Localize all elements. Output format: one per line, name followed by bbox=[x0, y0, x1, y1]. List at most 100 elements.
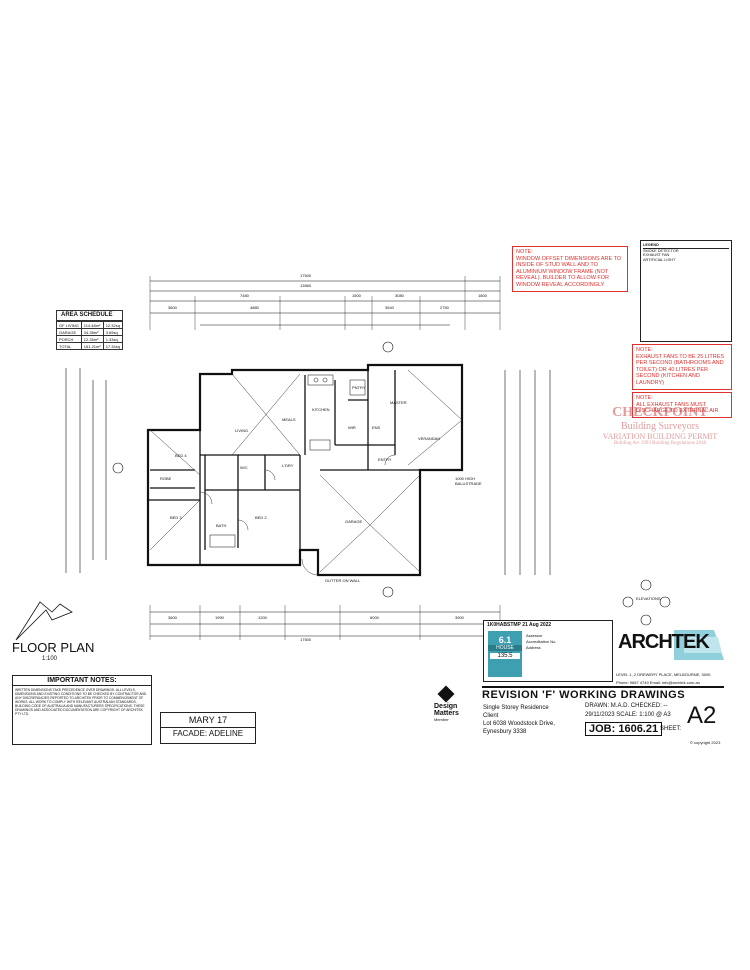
dim-row4c: 3540 bbox=[385, 305, 394, 310]
floor-plan-scale: 1:100 bbox=[42, 656, 58, 662]
energy-rating: 1K0HABSTMP 21 Aug 2022 6.1 HOUSE 135.5 A… bbox=[483, 620, 613, 682]
certification-stamp: CHECKPOINT Building Surveyors VARIATION … bbox=[580, 405, 740, 446]
area-schedule-title: AREA SCHEDULE bbox=[56, 310, 123, 321]
label-elevations: ELEVATIONS bbox=[636, 596, 661, 601]
cell: GARAGE bbox=[56, 328, 82, 336]
important-notes-body: WRITTEN DIMENSIONS TAKE PRECEDENCE OVER … bbox=[15, 688, 147, 716]
energy-value: 135.5 bbox=[490, 653, 520, 659]
cell: 3.69sq bbox=[102, 328, 123, 336]
dim-row4d: 2750 bbox=[440, 305, 449, 310]
date-scale: 29/11/2023 SCALE: 1:100 @ A3 bbox=[585, 712, 671, 718]
energy-address: Address bbox=[526, 645, 541, 650]
room-bed4: BED 4 bbox=[175, 453, 187, 458]
cell: 12.35m² bbox=[80, 335, 104, 343]
room-robe: ROBE bbox=[160, 476, 172, 481]
cell: TOTAL bbox=[56, 342, 82, 350]
sheet-number: A2 bbox=[687, 702, 717, 729]
note-title: NOTE: bbox=[636, 347, 653, 353]
design-matters-icon bbox=[437, 685, 455, 703]
energy-star-badge: 6.1 HOUSE 135.5 bbox=[488, 631, 522, 677]
room-laundry: L'DRY bbox=[282, 463, 294, 468]
important-notes-title: IMPORTANT NOTES: bbox=[13, 676, 151, 686]
design-matters-logo: Design Matters Member bbox=[434, 685, 479, 722]
dim-row4a: 3600 bbox=[168, 305, 177, 310]
discharge-note: NOTE: ALL EXHAUST FANS MUST DISCHARGE TO… bbox=[632, 392, 732, 418]
important-notes: IMPORTANT NOTES: WRITTEN DIMENSIONS TAKE… bbox=[12, 675, 152, 745]
firm-address: LEVEL 1, 2 DREWERY PLACE, MELBOURNE, 300… bbox=[616, 672, 712, 677]
dim-overall-bottom: 17500 bbox=[300, 637, 312, 642]
project-box: MARY 17 FACADE: ADELINE bbox=[160, 712, 256, 744]
label-gutter: GUTTER ON WALL bbox=[325, 578, 361, 583]
room-pantry: PNTRY bbox=[352, 385, 366, 390]
room-bath: BATH bbox=[216, 523, 227, 528]
stamp-line: VARIATION BUILDING PERMIT bbox=[602, 432, 718, 441]
stamp-line: Building Surveyors bbox=[620, 421, 700, 432]
title-block: REVISION 'F' WORKING DRAWINGS bbox=[482, 686, 724, 701]
address-line-1: Lot 6038 Woodstock Drive, bbox=[483, 721, 555, 727]
room-kitchen: KITCHEN bbox=[312, 407, 330, 412]
cell: 17.34sq bbox=[102, 342, 123, 350]
note-body: EXHAUST FANS TO BE 25 LITRES PER SECOND … bbox=[636, 353, 725, 386]
revision-title: REVISION 'F' WORKING DRAWINGS bbox=[482, 689, 686, 701]
dim-row3b: 1500 bbox=[352, 293, 361, 298]
legend-item: SMOKE DETECTOR bbox=[643, 248, 679, 253]
energy-assessor: Assessor bbox=[526, 633, 543, 638]
dim-row3c: 3080 bbox=[395, 293, 404, 298]
note-title: NOTE: bbox=[636, 395, 653, 401]
cell: 114.48m² bbox=[80, 321, 104, 329]
exhaust-note: NOTE: EXHAUST FANS TO BE 25 LITRES PER S… bbox=[632, 344, 732, 390]
archtek-logo: ARCHTEK bbox=[614, 625, 724, 665]
cell: 161.21m² bbox=[80, 342, 104, 350]
project-name: MARY 17 bbox=[188, 715, 228, 725]
room-bed2: BED 2 bbox=[255, 515, 267, 520]
design-matters-text: Design bbox=[434, 703, 458, 710]
archtek-logo-mark bbox=[674, 630, 724, 660]
legend-title: LEGEND bbox=[643, 243, 729, 249]
dim-bottom-d: 6000 bbox=[370, 615, 379, 620]
stamp-line: Building Act 1993 Building Regulations 2… bbox=[613, 441, 707, 446]
room-wir: WIR bbox=[348, 425, 356, 430]
dim-row3d: 1800 bbox=[478, 293, 487, 298]
job-number: JOB: 1606.21 bbox=[585, 722, 663, 736]
legend: LEGEND SMOKE DETECTOR EXHAUST FAN ARTIFI… bbox=[640, 240, 732, 342]
project-facade: FACADE: ADELINE bbox=[161, 727, 255, 738]
room-master: MASTER bbox=[390, 400, 407, 405]
copyright: © copyright 2023 bbox=[690, 740, 721, 745]
client: Client bbox=[483, 713, 499, 719]
dim-bottom-a: 3600 bbox=[168, 615, 177, 620]
room-ens: ENS bbox=[372, 425, 381, 430]
cell: GF LIVING bbox=[56, 321, 82, 329]
room-garage: GARAGE bbox=[345, 519, 363, 524]
dim-bottom-e: 3900 bbox=[455, 615, 464, 620]
design-matters-text: Matters bbox=[434, 710, 459, 717]
note-body: WINDOW OFFSET DIMENSIONS ARE TO INSIDE O… bbox=[516, 255, 622, 288]
dim-row3a: 7480 bbox=[240, 293, 249, 298]
energy-header: 1K0HABSTMP 21 Aug 2022 bbox=[487, 622, 552, 628]
cell: PORCH bbox=[56, 335, 82, 343]
energy-stars: 6.1 bbox=[498, 635, 512, 645]
dim-bottom-c: 1200 bbox=[258, 615, 267, 620]
room-wc: W/C bbox=[240, 465, 248, 470]
building-type: Single Storey Residence bbox=[483, 705, 549, 711]
drawn-checked: DRAWN: M.A.D. CHECKED: -- bbox=[585, 703, 668, 709]
design-matters-member: Member bbox=[434, 717, 449, 722]
cell: 1.33sq bbox=[102, 335, 123, 343]
energy-accreditation: Accreditation No. bbox=[526, 639, 557, 644]
energy-house: HOUSE bbox=[488, 645, 522, 651]
stamp-line: CHECKPOINT bbox=[612, 405, 708, 420]
room-verandah: VERANDAH bbox=[418, 436, 441, 441]
room-living: LIVING bbox=[235, 428, 249, 433]
dim-overall-top: 17500 bbox=[300, 273, 312, 278]
note-body: ALL EXHAUST FANS MUST DISCHARGE TO EXTER… bbox=[636, 401, 719, 415]
legend-item: ARTIFICIAL LIGHT bbox=[643, 257, 676, 262]
floor-plan-title: FLOOR PLAN bbox=[12, 640, 95, 655]
room-bed3: BED 3 bbox=[170, 515, 182, 520]
window-offset-note: NOTE: WINDOW OFFSET DIMENSIONS ARE TO IN… bbox=[512, 246, 628, 292]
